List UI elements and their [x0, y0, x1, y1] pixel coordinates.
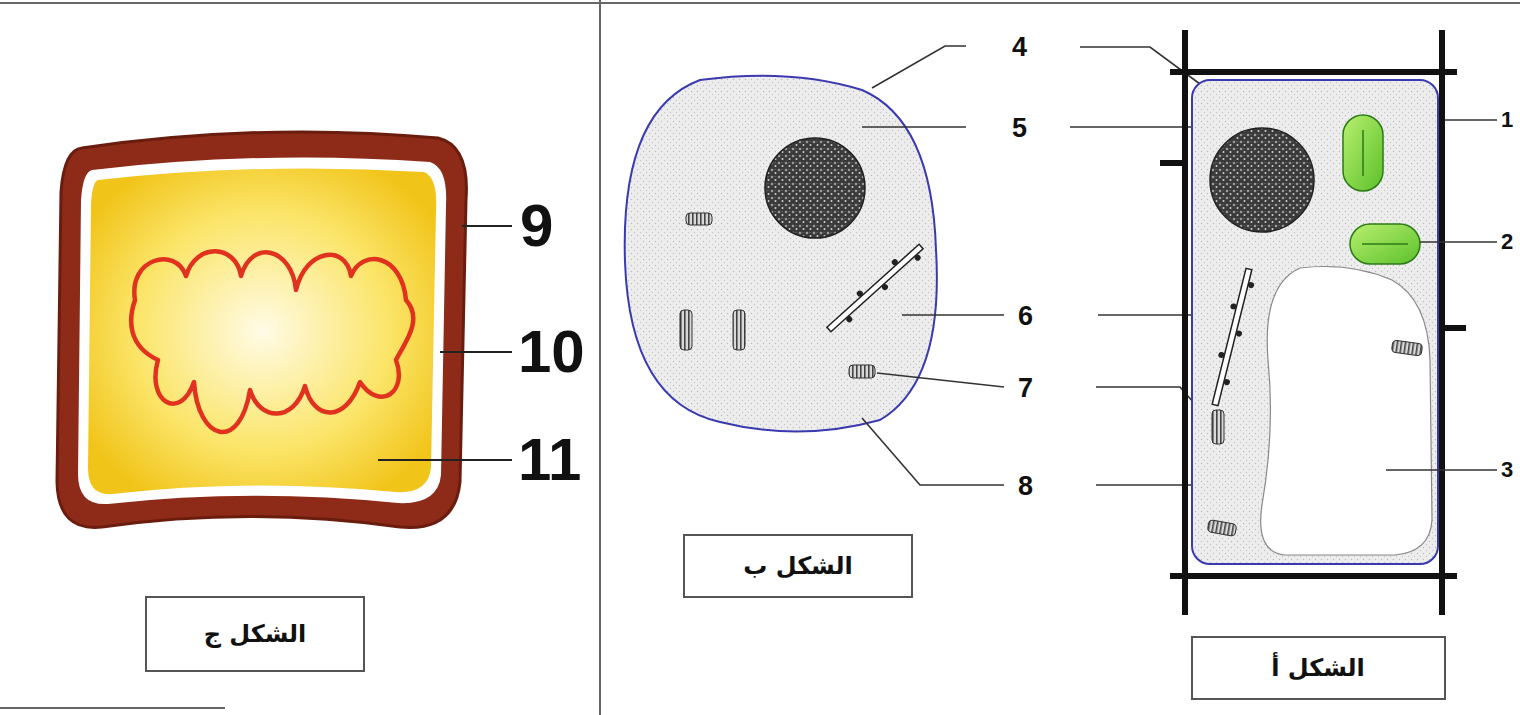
leader-lines	[862, 46, 1232, 485]
callout-number: 2	[1501, 231, 1513, 253]
callout-number: 11	[518, 430, 581, 490]
callout-number: 8	[1018, 473, 1033, 500]
callout-number: 10	[518, 322, 585, 382]
figure-caption-box: الشكل ج	[145, 596, 365, 672]
callout-number: 1	[1501, 109, 1513, 131]
callout-number: 4	[1012, 34, 1027, 61]
figure-caption-box: الشكل أ	[1191, 636, 1446, 700]
plant-cell	[1160, 30, 1466, 615]
figure-caption: الشكل ب	[743, 552, 853, 580]
callout-number: 6	[1018, 303, 1033, 330]
callout-number: 3	[1501, 459, 1513, 481]
callout-number: 7	[1018, 375, 1033, 402]
mitochondrion	[57, 132, 466, 528]
figure-caption-box: الشكل ب	[683, 534, 913, 598]
figure-caption: الشكل أ	[1271, 654, 1365, 682]
figure-caption: الشكل ج	[204, 620, 307, 648]
callout-number: 5	[1012, 115, 1027, 142]
leader-lines	[1386, 120, 1497, 470]
leader-lines	[378, 226, 512, 460]
callout-number: 9	[520, 196, 553, 256]
animal-cell	[625, 76, 937, 432]
